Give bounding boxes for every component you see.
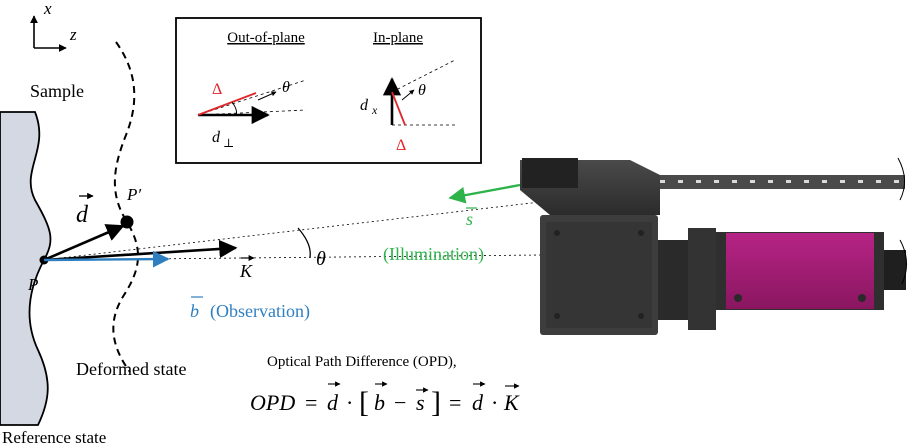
opd-caption: Optical Path Difference (OPD), — [267, 354, 457, 370]
cable-chain — [650, 175, 905, 189]
out-of-plane-title: Out-of-plane — [227, 30, 305, 46]
observation-label: (Observation) — [210, 301, 310, 322]
in-plane-delta-label: Δ — [396, 137, 406, 154]
opd-d-2: d — [472, 390, 484, 415]
opd-s: s — [416, 390, 425, 415]
d-perp-label: d — [212, 129, 221, 146]
d-x-subscript: x — [371, 103, 378, 117]
opd-k: K — [503, 390, 520, 415]
vector-s-arrow — [448, 183, 521, 204]
opd-symbol: OPD — [250, 390, 295, 415]
illumination-label: (Illumination) — [383, 244, 484, 265]
opd-formula: Optical Path Difference (OPD), OPD = d ·… — [250, 354, 520, 419]
coordinate-axes: x z — [30, 0, 77, 52]
vector-b-label: b — [190, 301, 199, 321]
vector-b-arrow — [43, 250, 170, 268]
vector-s-label: s — [466, 209, 473, 229]
theta-label: θ — [316, 248, 326, 270]
out-of-plane-angle-arc — [231, 101, 237, 116]
in-plane-theta-arrow — [401, 89, 415, 101]
point-p-label: P — [27, 275, 38, 294]
opd-b: b — [374, 390, 385, 415]
d-x-label: d — [360, 97, 369, 114]
opd-minus: − — [394, 390, 406, 415]
out-of-plane-delta-label: Δ — [212, 81, 222, 98]
d-perp-subscript: ⊥ — [223, 136, 234, 150]
lens-neck — [658, 240, 688, 320]
illumination-dotted-line — [43, 201, 541, 261]
inset-panel: Out-of-plane In-plane Δ θ d ⊥ θ d x Δ — [175, 17, 482, 164]
theta-arc — [297, 227, 311, 258]
deformed-state-curve — [112, 41, 139, 373]
camera-magenta-panel — [726, 233, 874, 309]
out-of-plane-theta-arrow — [257, 91, 277, 101]
deformed-state-label: Deformed state — [76, 359, 186, 379]
bracket-front — [522, 158, 578, 188]
opd-equals-2: = — [449, 390, 461, 415]
sample-label: Sample — [30, 81, 84, 101]
opd-equals-1: = — [305, 390, 317, 415]
cable-break-mark — [897, 157, 905, 201]
reference-state-label: Reference state — [2, 428, 106, 447]
out-of-plane-theta-label: θ — [282, 79, 290, 96]
vector-d-arrow — [43, 224, 125, 262]
point-p-prime-label: P′ — [126, 185, 141, 204]
cable-chain-links — [660, 180, 899, 183]
opd-bracket-right: ] — [431, 386, 441, 419]
in-plane-title: In-plane — [373, 30, 423, 46]
reference-sample-surface — [0, 111, 52, 426]
housing-face — [546, 222, 652, 328]
vector-k-label: K — [239, 261, 253, 281]
lens-ring — [688, 228, 716, 330]
axis-x-label: x — [43, 0, 52, 18]
opd-dot-2: · — [491, 390, 498, 415]
camera-device — [520, 157, 907, 335]
out-of-plane-delta-line — [197, 92, 257, 116]
vector-k-arrow — [43, 239, 238, 262]
axis-z-label: z — [69, 25, 77, 44]
opd-dot-1: · — [346, 390, 353, 415]
rear-cable-break — [899, 239, 907, 285]
opd-d-1: d — [327, 390, 339, 415]
in-plane-delta-line — [391, 91, 406, 126]
opd-bracket-left: [ — [359, 386, 369, 419]
in-plane-theta-label: θ — [418, 82, 426, 99]
out-of-plane-dash-upper — [197, 79, 307, 116]
vector-d-label: d — [76, 202, 89, 228]
rear-connector — [884, 250, 906, 290]
